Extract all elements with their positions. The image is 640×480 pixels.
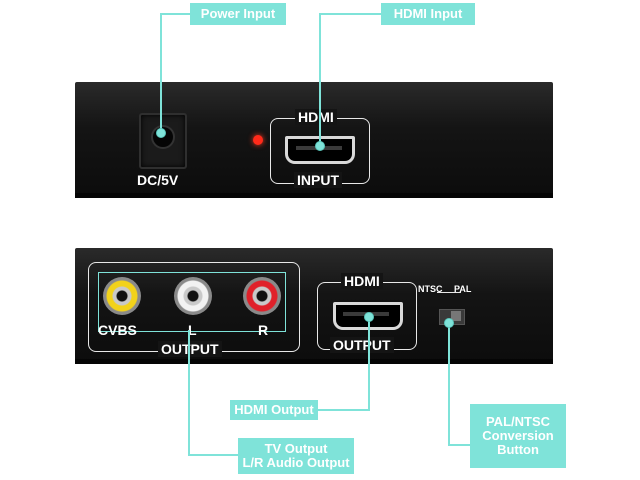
hdmi-input-leader: [319, 13, 321, 146]
l-label: L: [188, 322, 197, 338]
r-label: R: [258, 322, 269, 338]
tv-output-line-2: L/R Audio Output: [242, 455, 350, 470]
hdmi-input-callout: HDMI Input: [381, 3, 475, 25]
device-bottom-panel: [75, 248, 553, 364]
power-input-dot: [156, 128, 166, 138]
hdmi-input-brand: HDMI: [295, 109, 337, 125]
hdmi-output-brand: HDMI: [341, 273, 383, 289]
hdmi-output-callout: HDMI Output: [230, 400, 318, 420]
pal-ntsc-switch-knob[interactable]: [451, 311, 461, 321]
hdmi-output-leader: [368, 317, 370, 411]
tv-output-leader-h: [188, 454, 238, 456]
input-label: INPUT: [294, 172, 342, 188]
power-led: [253, 135, 263, 145]
audio-right-red-jack: [243, 277, 281, 315]
hdmi-output-label: OUTPUT: [330, 337, 394, 353]
pal-ntsc-callout: PAL/NTSC Conversion Button: [470, 404, 566, 468]
dc-label: DC/5V: [137, 172, 179, 188]
hdmi-input-dot: [315, 141, 325, 151]
cvbs-label: CVBS: [98, 322, 137, 338]
pal-ntsc-dot: [444, 318, 454, 328]
ntsc-label: NTSC: [418, 284, 443, 294]
pal-ntsc-leader: [448, 323, 450, 446]
pal-label: PAL: [454, 284, 472, 294]
audio-left-white-jack: [174, 277, 212, 315]
hdmi-output-dot: [364, 312, 374, 322]
ntsc-pal-bracket: [437, 292, 461, 293]
pal-ntsc-line-2: Conversion: [482, 428, 554, 443]
power-input-leader: [160, 13, 162, 133]
tv-output-leader: [188, 330, 190, 456]
power-input-leader-h: [160, 13, 190, 15]
pal-ntsc-line-1: PAL/NTSC: [485, 414, 551, 429]
hdmi-output-leader-h: [318, 409, 370, 411]
av-output-highlight: [98, 272, 286, 332]
hdmi-input-leader-h: [319, 13, 381, 15]
cvbs-yellow-jack: [103, 277, 141, 315]
tv-output-callout: TV Output L/R Audio Output: [238, 438, 354, 474]
tv-output-line-1: TV Output: [264, 441, 328, 456]
pal-ntsc-line-3: Button: [497, 442, 539, 457]
pal-ntsc-leader-h: [448, 444, 470, 446]
power-input-callout: Power Input: [190, 3, 286, 25]
